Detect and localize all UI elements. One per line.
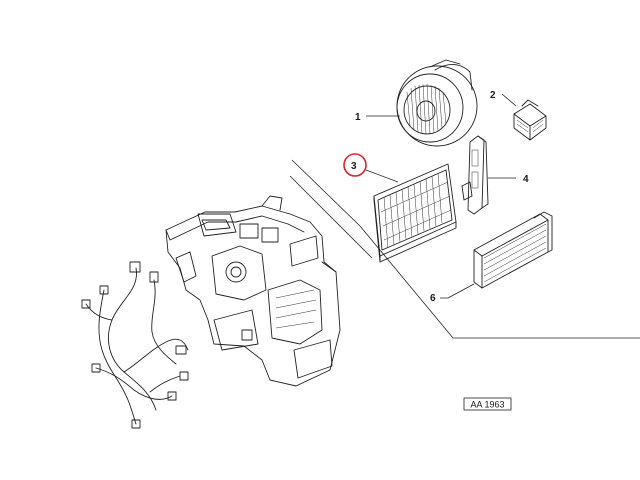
callout-4: 4 bbox=[488, 174, 529, 185]
callout-label-1: 1 bbox=[355, 112, 361, 123]
reference-code: AA 1963 bbox=[470, 400, 504, 410]
callout-label-6: 6 bbox=[430, 293, 436, 304]
resistor-part-2 bbox=[513, 99, 547, 141]
exploded-guide-lines bbox=[289, 159, 640, 339]
filter-pleats bbox=[380, 172, 452, 249]
cabin-filter-part-3 bbox=[373, 163, 457, 263]
wiring-harness bbox=[81, 261, 189, 429]
filter-cover-part-4 bbox=[461, 135, 489, 215]
callout-label-2: 2 bbox=[490, 90, 496, 101]
hvac-housing bbox=[165, 195, 341, 387]
callout-6: 6 bbox=[430, 283, 475, 304]
callout-label-3: 3 bbox=[351, 161, 357, 172]
callout-2: 2 bbox=[490, 90, 517, 107]
callout-3-highlight-circle bbox=[343, 153, 367, 177]
callout-label-4: 4 bbox=[523, 174, 529, 185]
reference-code-box: AA 1963 bbox=[463, 397, 512, 411]
heater-core-part-6 bbox=[473, 211, 553, 289]
blower-fan-part-1 bbox=[396, 59, 478, 147]
callout-1: 1 bbox=[355, 112, 400, 123]
callout-3: 3 bbox=[343, 153, 399, 183]
